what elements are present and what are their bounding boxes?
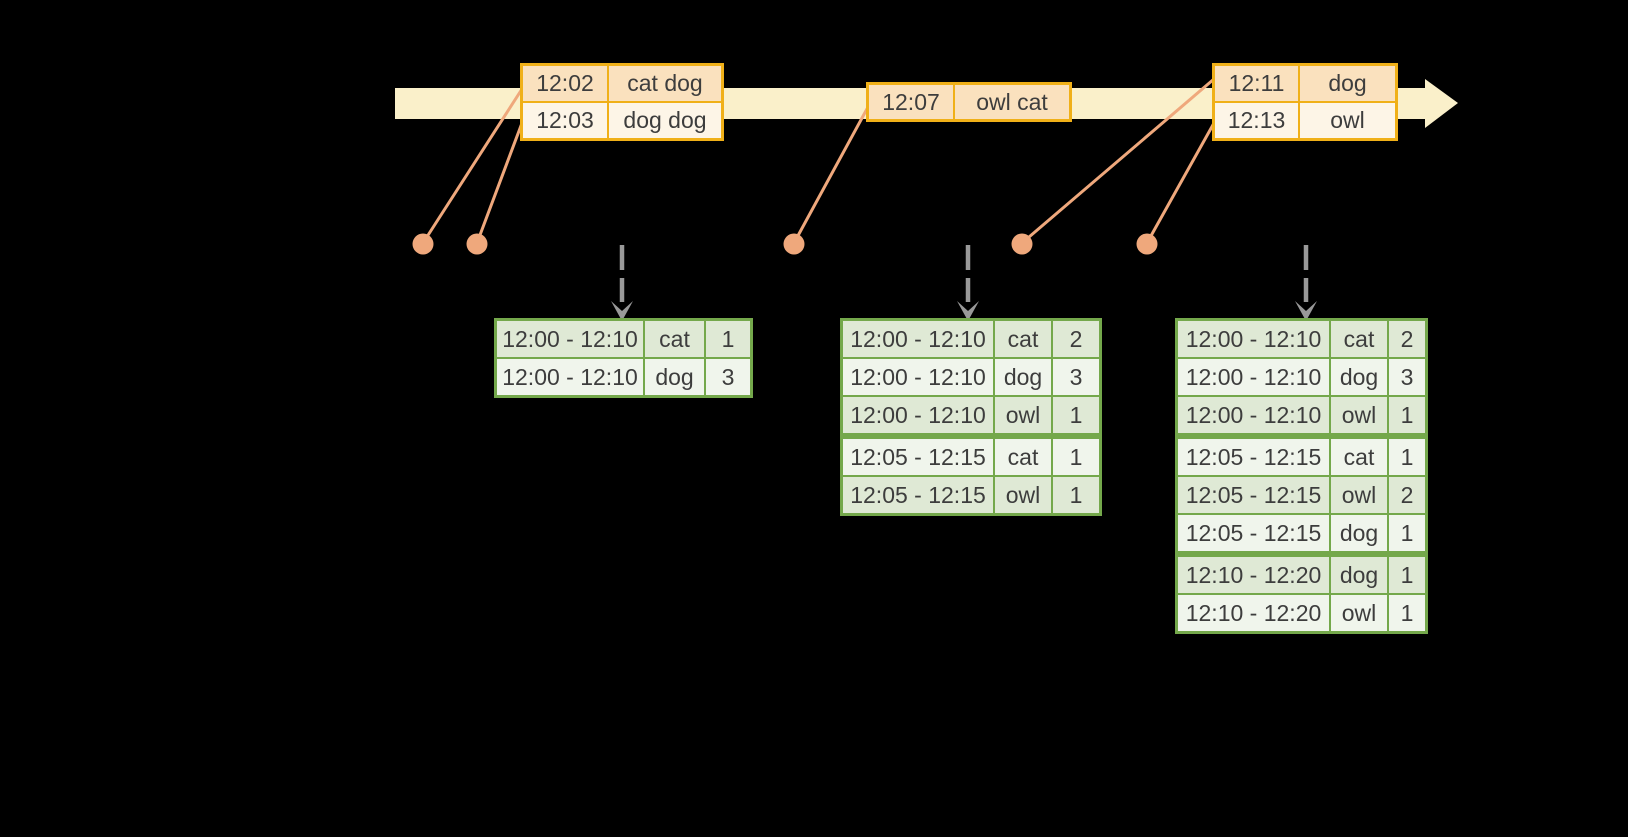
count-cell: 1	[1051, 475, 1102, 516]
count-cell: 1	[1051, 395, 1102, 437]
count-cell: 1	[704, 318, 753, 359]
word-cell: owl	[993, 395, 1053, 437]
count-cell: 2	[1051, 318, 1102, 359]
window-cell: 12:00 - 12:10	[840, 395, 995, 437]
event-table-3: 12:11 dog 12:13 owl	[1212, 63, 1398, 141]
window-cell: 12:00 - 12:10	[840, 357, 995, 397]
event-table-2: 12:07 owl cat	[866, 82, 1072, 122]
event-marker-dot-icon	[466, 233, 488, 255]
word-cell: dog	[1329, 357, 1389, 397]
word-cell: owl	[1329, 475, 1389, 515]
word-cell: cat	[643, 318, 706, 359]
table-row: 12:13 owl	[1212, 101, 1398, 141]
word-cell: cat	[1329, 433, 1389, 477]
event-table-1: 12:02 cat dog 12:03 dog dog	[520, 63, 724, 141]
count-cell: 3	[1387, 357, 1428, 397]
table-row: 12:11 dog	[1212, 63, 1398, 103]
count-cell: 3	[704, 357, 753, 398]
event-time-cell: 12:07	[866, 82, 955, 122]
word-cell: cat	[993, 433, 1053, 477]
table-row: 12:00 - 12:10 owl 1	[1175, 395, 1428, 437]
table-row: 12:03 dog dog	[520, 101, 724, 141]
result-table-2: 12:00 - 12:10 cat 2 12:00 - 12:10 dog 3 …	[840, 318, 1102, 516]
word-cell: dog	[993, 357, 1053, 397]
window-cell: 12:10 - 12:20	[1175, 551, 1331, 595]
count-cell: 1	[1387, 593, 1428, 634]
table-row: 12:05 - 12:15 cat 1	[840, 433, 1102, 477]
window-cell: 12:00 - 12:10	[1175, 395, 1331, 437]
count-cell: 1	[1051, 433, 1102, 477]
event-connector-line	[1145, 121, 1216, 245]
trigger-arrow-icon	[1295, 245, 1317, 321]
window-cell: 12:10 - 12:20	[1175, 593, 1331, 634]
window-cell: 12:00 - 12:10	[1175, 318, 1331, 359]
word-cell: owl	[1329, 593, 1389, 634]
table-row: 12:07 owl cat	[866, 82, 1072, 122]
event-connector-line	[1020, 77, 1216, 245]
window-cell: 12:05 - 12:15	[840, 475, 995, 516]
event-connector-line	[421, 87, 524, 245]
window-cell: 12:00 - 12:10	[840, 318, 995, 359]
event-marker-dot-icon	[412, 233, 434, 255]
timeline-arrowhead-icon	[1425, 79, 1458, 128]
event-connector-line	[475, 121, 524, 245]
word-cell: cat	[1329, 318, 1389, 359]
window-cell: 12:05 - 12:15	[1175, 433, 1331, 477]
table-row: 12:05 - 12:15 owl 2	[1175, 475, 1428, 515]
event-time-cell: 12:11	[1212, 63, 1300, 103]
table-row: 12:00 - 12:10 owl 1	[840, 395, 1102, 437]
table-row: 12:00 - 12:10 cat 2	[840, 318, 1102, 359]
event-time-cell: 12:02	[520, 63, 609, 103]
table-row: 12:00 - 12:10 cat 1	[494, 318, 753, 359]
count-cell: 2	[1387, 318, 1428, 359]
event-marker-dot-icon	[1136, 233, 1158, 255]
count-cell: 1	[1387, 433, 1428, 477]
table-row: 12:00 - 12:10 dog 3	[840, 357, 1102, 397]
window-cell: 12:05 - 12:15	[1175, 513, 1331, 555]
count-cell: 1	[1387, 395, 1428, 437]
count-cell: 1	[1387, 551, 1428, 595]
table-row: 12:02 cat dog	[520, 63, 724, 103]
trigger-arrow-icon	[957, 245, 979, 321]
count-cell: 3	[1051, 357, 1102, 397]
word-cell: owl	[993, 475, 1053, 516]
event-marker-dot-icon	[1011, 233, 1033, 255]
count-cell: 2	[1387, 475, 1428, 515]
event-words-cell: dog dog	[607, 101, 724, 141]
word-cell: cat	[993, 318, 1053, 359]
word-cell: owl	[1329, 395, 1389, 437]
table-row: 12:00 - 12:10 dog 3	[494, 357, 753, 398]
event-words-cell: cat dog	[607, 63, 724, 103]
table-row: 12:00 - 12:10 dog 3	[1175, 357, 1428, 397]
event-words-cell: owl cat	[953, 82, 1072, 122]
word-cell: dog	[1329, 513, 1389, 555]
window-cell: 12:05 - 12:15	[1175, 475, 1331, 515]
event-time-cell: 12:13	[1212, 101, 1300, 141]
table-row: 12:05 - 12:15 owl 1	[840, 475, 1102, 516]
event-words-cell: owl	[1298, 101, 1398, 141]
count-cell: 1	[1387, 513, 1428, 555]
event-words-cell: dog	[1298, 63, 1398, 103]
word-cell: dog	[643, 357, 706, 398]
result-table-1: 12:00 - 12:10 cat 1 12:00 - 12:10 dog 3	[494, 318, 753, 398]
trigger-arrow-icon	[611, 245, 633, 321]
word-cell: dog	[1329, 551, 1389, 595]
table-row: 12:10 - 12:20 dog 1	[1175, 551, 1428, 595]
event-time-cell: 12:03	[520, 101, 609, 141]
event-marker-dot-icon	[783, 233, 805, 255]
window-cell: 12:00 - 12:10	[1175, 357, 1331, 397]
event-connector-line	[792, 105, 870, 245]
table-row: 12:00 - 12:10 cat 2	[1175, 318, 1428, 359]
table-row: 12:05 - 12:15 cat 1	[1175, 433, 1428, 477]
table-row: 12:10 - 12:20 owl 1	[1175, 593, 1428, 634]
table-row: 12:05 - 12:15 dog 1	[1175, 513, 1428, 555]
window-cell: 12:05 - 12:15	[840, 433, 995, 477]
result-table-3: 12:00 - 12:10 cat 2 12:00 - 12:10 dog 3 …	[1175, 318, 1428, 634]
window-cell: 12:00 - 12:10	[494, 357, 645, 398]
window-cell: 12:00 - 12:10	[494, 318, 645, 359]
